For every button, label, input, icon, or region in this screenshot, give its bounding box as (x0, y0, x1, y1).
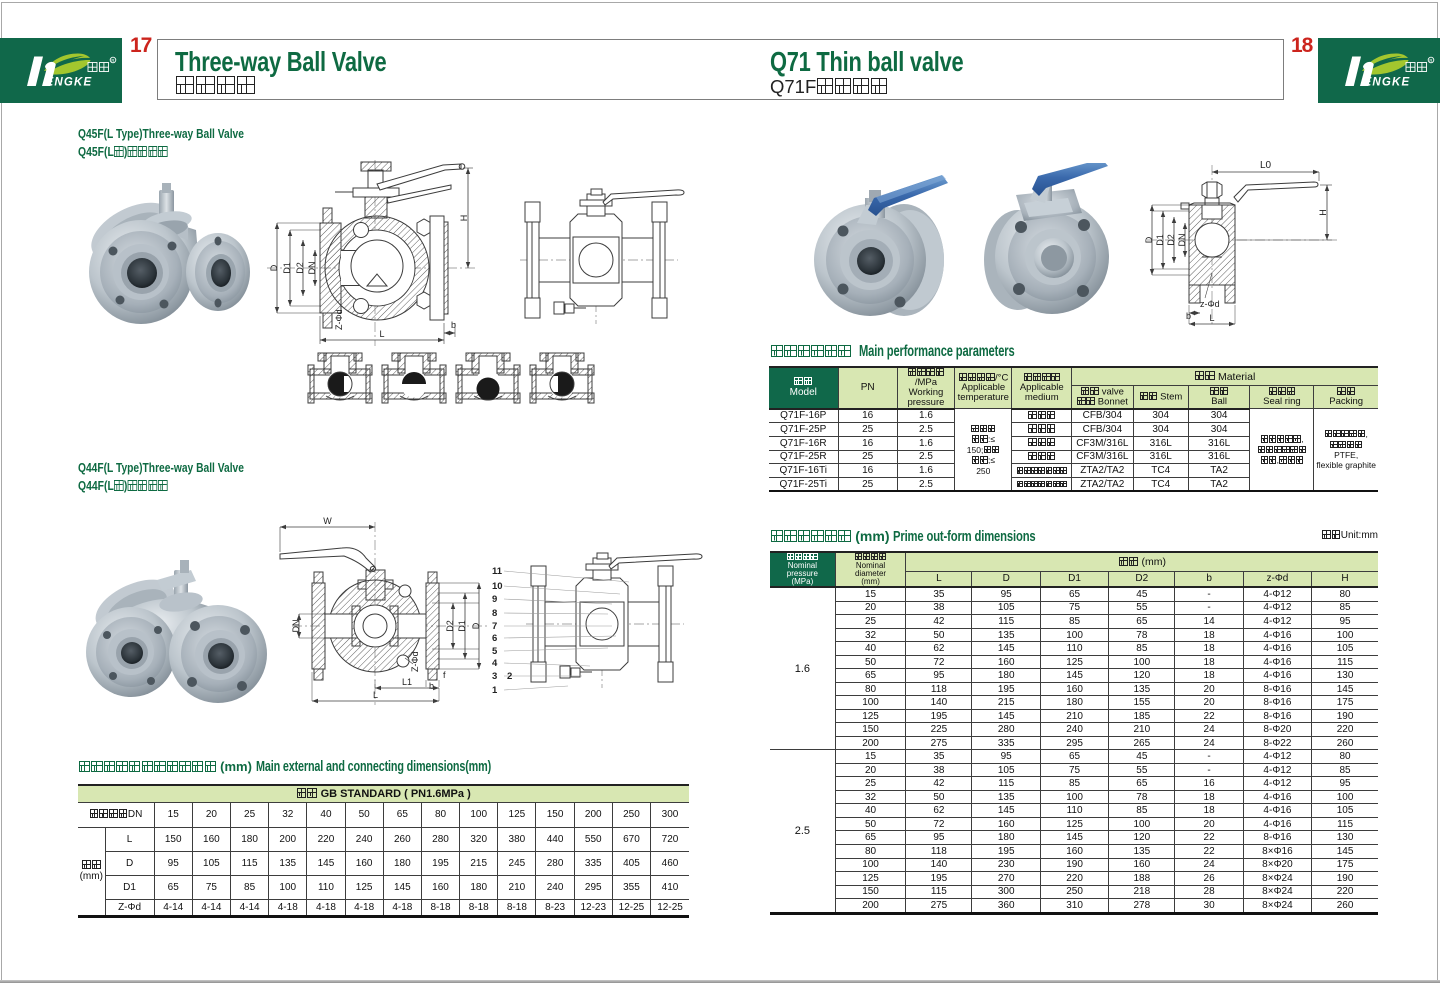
svg-text:L0: L0 (1260, 160, 1272, 171)
svg-text:4: 4 (492, 658, 498, 669)
svg-text:D1: D1 (457, 620, 467, 632)
svg-text:2: 2 (507, 671, 512, 682)
svg-text:6: 6 (492, 633, 497, 644)
svg-text:D1: D1 (1155, 234, 1165, 246)
svg-text:L: L (373, 690, 378, 700)
svg-text:b: b (1186, 311, 1191, 321)
svg-text:D1: D1 (282, 262, 292, 274)
svg-text:H: H (459, 215, 469, 222)
svg-text:R: R (111, 58, 114, 63)
svg-text:DN: DN (1177, 234, 1187, 247)
svg-text:11: 11 (492, 566, 503, 577)
svg-text:L: L (1209, 313, 1214, 323)
svg-text:D2: D2 (295, 262, 305, 274)
svg-text:1: 1 (492, 685, 498, 696)
svg-text:Z-Φd: Z-Φd (334, 309, 344, 330)
svg-text:D2: D2 (1166, 234, 1176, 246)
svg-text:ENGKE: ENGKE (1364, 77, 1411, 89)
svg-text:8: 8 (492, 608, 497, 619)
svg-text:7: 7 (492, 621, 497, 632)
svg-text:3: 3 (492, 671, 497, 682)
svg-text:b: b (451, 320, 456, 330)
svg-text:D: D (471, 622, 481, 629)
svg-text:z-Φd: z-Φd (1200, 299, 1220, 309)
svg-text:H: H (1318, 209, 1328, 216)
svg-text:DN: DN (307, 262, 317, 275)
svg-text:ENGKE: ENGKE (46, 77, 93, 89)
svg-text:D: D (1144, 236, 1154, 243)
svg-text:f: f (443, 670, 446, 680)
svg-text:R: R (1429, 58, 1432, 63)
svg-text:b: b (429, 681, 434, 691)
svg-text:9: 9 (492, 594, 497, 605)
svg-text:Z-Φd: Z-Φd (410, 651, 420, 672)
svg-text:L1: L1 (402, 677, 412, 687)
svg-text:D: D (269, 264, 279, 271)
svg-text:DN: DN (291, 620, 301, 633)
svg-text:W: W (323, 516, 332, 526)
svg-text:L: L (379, 329, 384, 339)
svg-text:D2: D2 (445, 620, 455, 632)
svg-text:5: 5 (492, 646, 498, 657)
svg-text:10: 10 (492, 581, 503, 592)
